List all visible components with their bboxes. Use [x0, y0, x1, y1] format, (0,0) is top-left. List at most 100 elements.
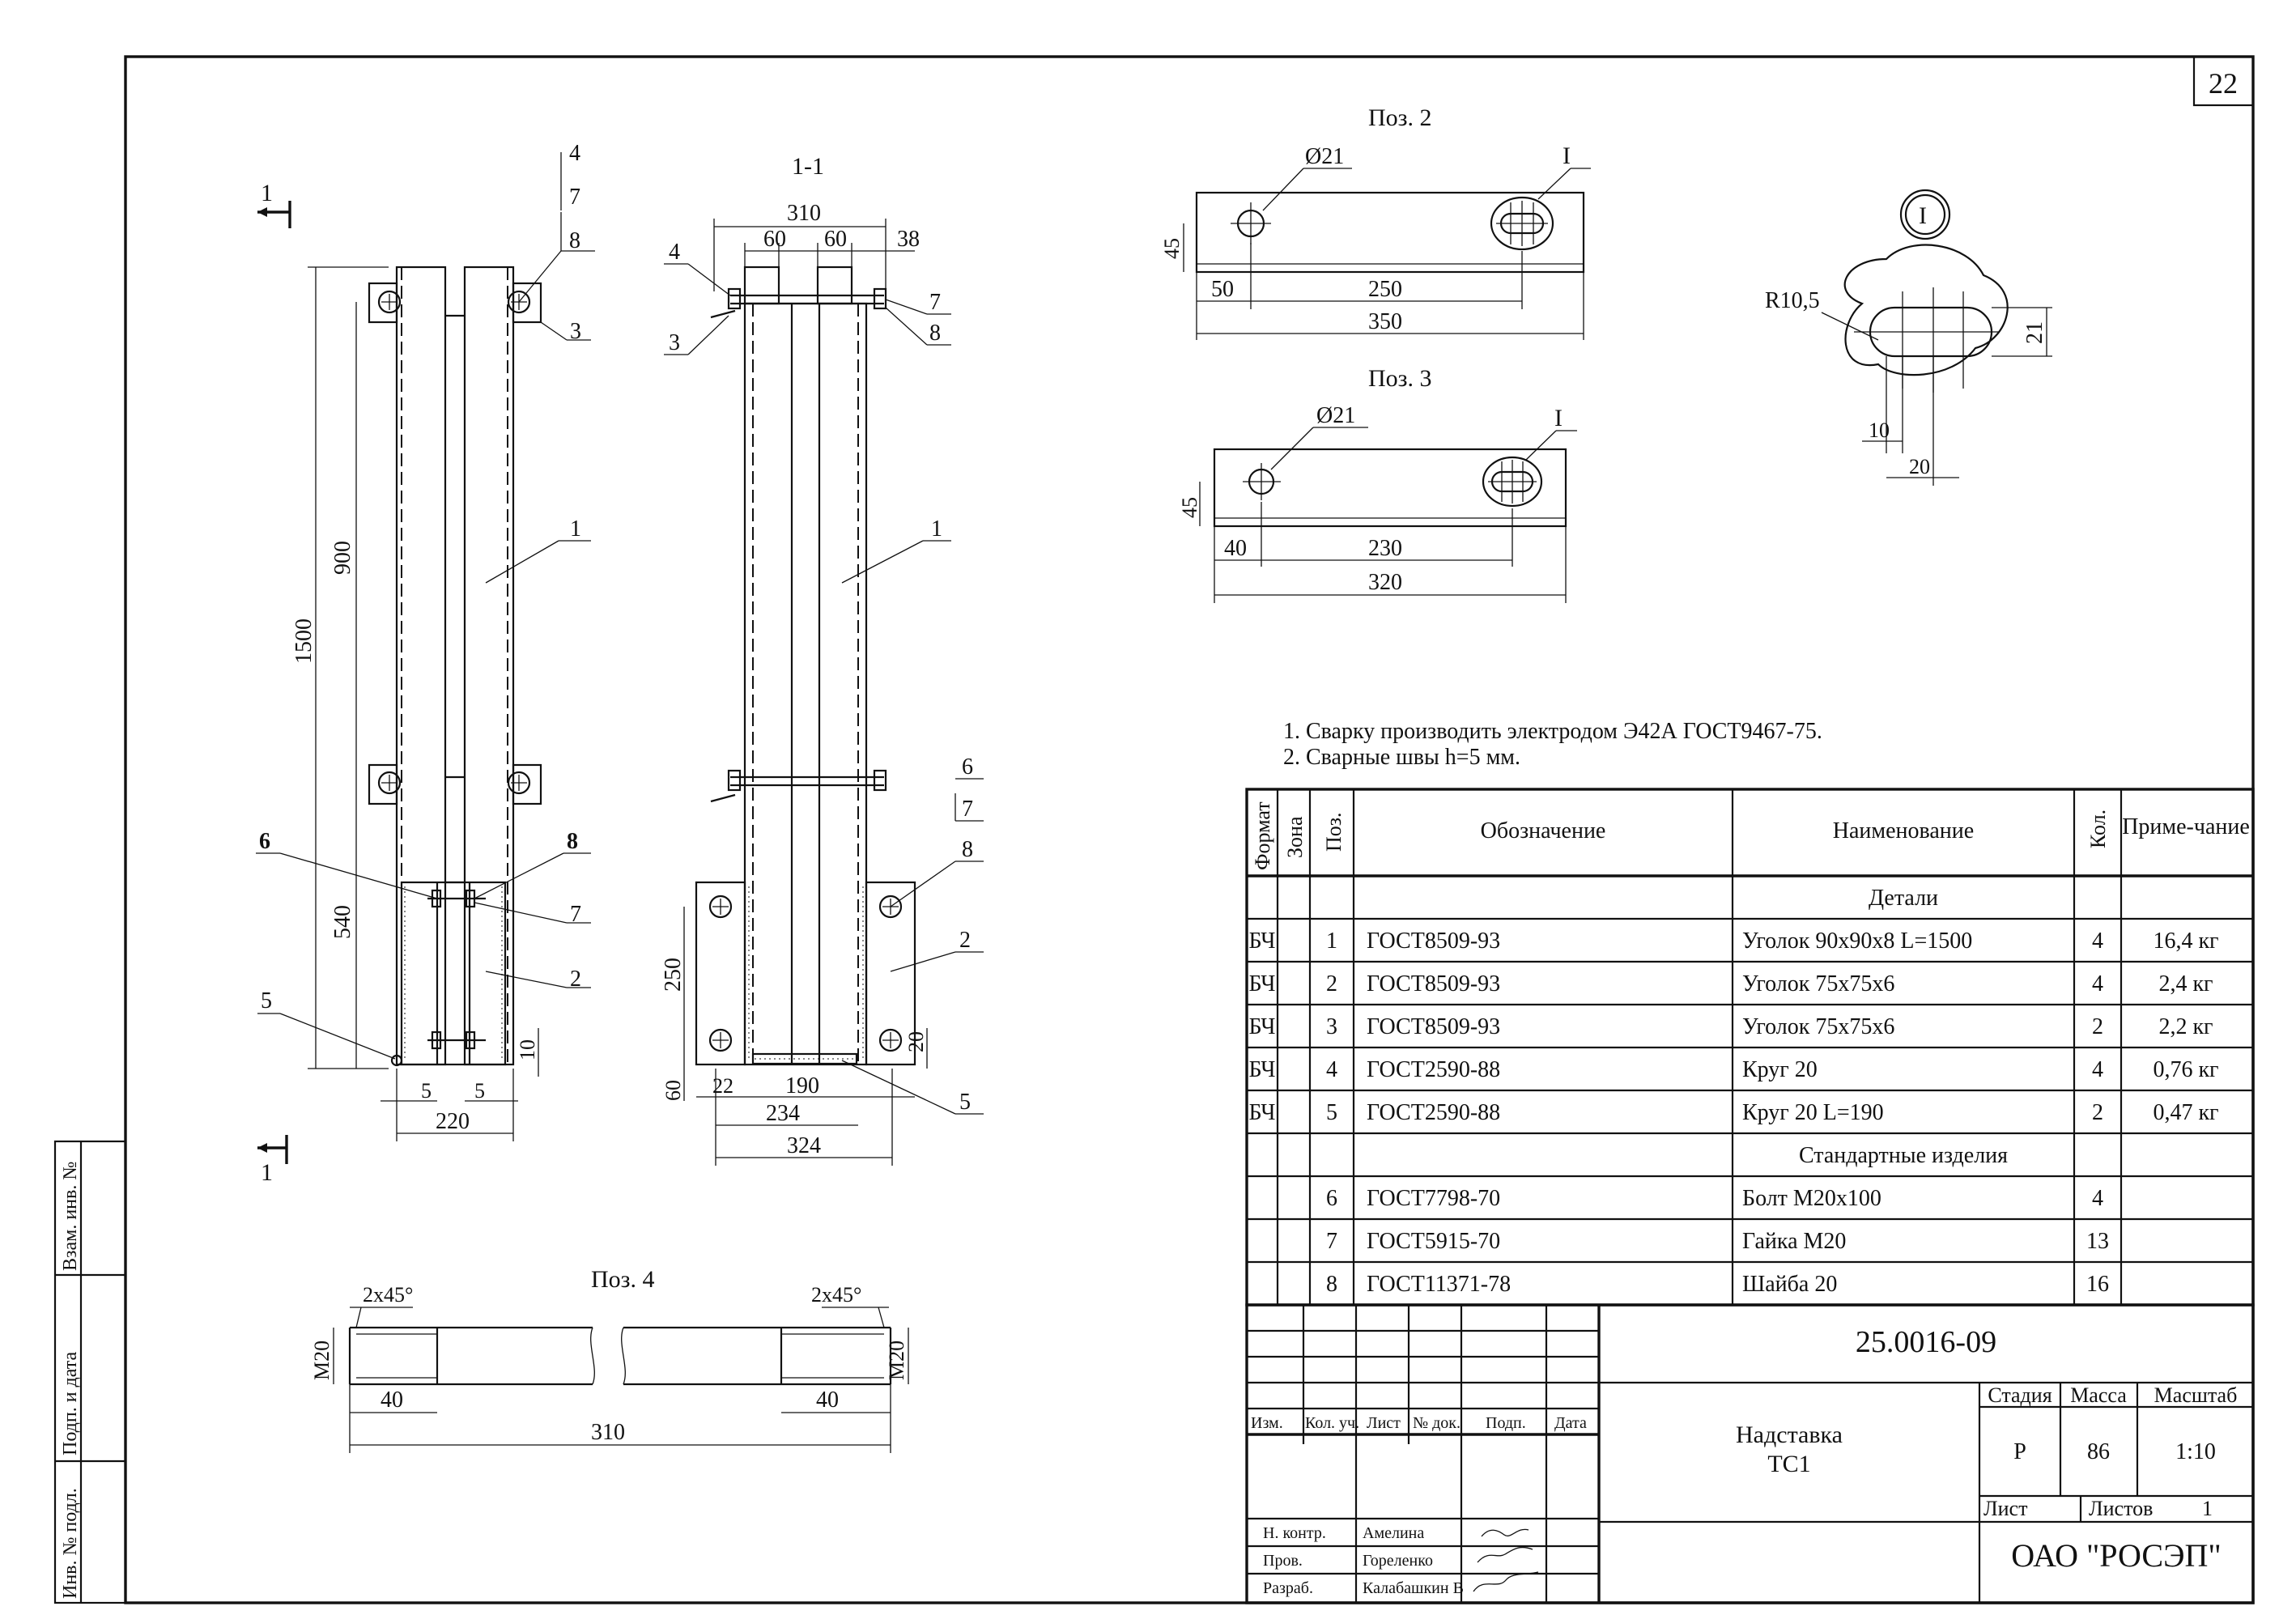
notes: 1. Сварку производить электродом Э42А ГО… [1283, 719, 1822, 770]
svg-text:8: 8 [569, 228, 580, 253]
svg-text:7: 7 [962, 797, 973, 822]
tb-sheets: 1 [2202, 1497, 2213, 1520]
tb-title-2: ТС1 [1767, 1451, 1810, 1477]
svg-text:40: 40 [381, 1387, 403, 1413]
tb-company: ОАО "РОСЭП" [2011, 1537, 2221, 1574]
svg-text:324: 324 [787, 1133, 821, 1158]
th-format: Формат [1251, 801, 1274, 870]
svg-text:5: 5 [474, 1079, 485, 1103]
svg-text:20: 20 [904, 1031, 928, 1052]
spec-table: Формат Зона Поз. Обозначение Наименовани… [1245, 788, 2255, 1307]
spec-cell-name: Круг 20 [1742, 1057, 1818, 1082]
tb-col-kol: Кол. уч. [1305, 1414, 1359, 1432]
svg-text:I: I [1563, 142, 1571, 169]
svg-text:45: 45 [1160, 238, 1184, 259]
note-2: 2. Сварные швы h=5 мм. [1283, 745, 1520, 770]
spec-cell-name: Гайка М20 [1742, 1229, 1846, 1254]
svg-text:I: I [1554, 405, 1563, 431]
spec-cell-designation: ГОСТ11371-78 [1367, 1272, 1511, 1297]
tb-mass: 86 [2087, 1439, 2110, 1464]
spec-cell-name: Уголок 90х90х8 L=1500 [1742, 928, 1972, 954]
spec-cell-designation: ГОСТ8509-93 [1367, 971, 1500, 996]
tb-col-doc: № док. [1413, 1414, 1461, 1432]
svg-text:60: 60 [824, 227, 847, 252]
spec-cell-pos: 2 [1326, 971, 1337, 996]
svg-text:234: 234 [766, 1101, 800, 1126]
svg-text:20: 20 [1909, 455, 1930, 478]
spec-cell-designation: ГОСТ7798-70 [1367, 1186, 1500, 1211]
spec-cell-designation: ГОСТ2590-88 [1367, 1100, 1500, 1125]
spec-cell-designation: ГОСТ2590-88 [1367, 1057, 1500, 1082]
svg-text:10: 10 [516, 1039, 539, 1060]
svg-text:900: 900 [330, 541, 355, 575]
pos4-title: Поз. 4 [591, 1266, 655, 1293]
svg-text:50: 50 [1211, 277, 1234, 302]
tb-role: Н. контр. [1263, 1524, 1326, 1542]
spec-section-header: Стандартные изделия [1799, 1143, 2008, 1168]
spec-cell-format: БЧ [1249, 1100, 1276, 1125]
section-mark-bottom: 1 [257, 1135, 288, 1186]
svg-text:2: 2 [570, 967, 581, 992]
pos4-view: Поз. 4 2x45° 2x45° M20 M20 40 40 310 [310, 1266, 909, 1453]
th-zone: Зона [1283, 816, 1307, 858]
svg-text:5: 5 [421, 1079, 432, 1103]
tb-title-1: Надставка [1736, 1421, 1843, 1448]
tb-stage-label: Стадия [1988, 1383, 2052, 1407]
svg-text:1: 1 [261, 180, 273, 206]
spec-cell-format: БЧ [1249, 1014, 1276, 1039]
spec-cell-name: Болт М20х100 [1742, 1186, 1881, 1211]
svg-text:38: 38 [897, 227, 920, 252]
svg-text:4: 4 [569, 141, 580, 166]
svg-text:Ø21: Ø21 [1305, 144, 1344, 169]
spec-cell-qty: 4 [2092, 971, 2103, 996]
svg-text:7: 7 [929, 290, 941, 315]
tb-person: Амелина [1363, 1524, 1424, 1542]
spec-cell-designation: ГОСТ5915-70 [1367, 1229, 1500, 1254]
svg-text:250: 250 [661, 958, 686, 992]
tb-col-data: Дата [1554, 1414, 1587, 1432]
spec-cell-name: Уголок 75х75х6 [1742, 971, 1894, 996]
tb-doc-number: 25.0016-09 [1856, 1325, 1996, 1359]
spec-cell-pos: 1 [1326, 928, 1337, 954]
side-stamp-inv: Инв. № подл. [60, 1488, 81, 1599]
spec-cell-name: Круг 20 L=190 [1742, 1100, 1884, 1125]
svg-text:8: 8 [567, 829, 578, 854]
svg-text:310: 310 [591, 1420, 625, 1445]
spec-cell-pos: 8 [1326, 1272, 1337, 1297]
svg-text:5: 5 [959, 1090, 971, 1115]
spec-cell-qty: 16 [2086, 1272, 2109, 1297]
spec-cell-qty: 4 [2092, 1186, 2103, 1211]
svg-text:540: 540 [330, 905, 355, 939]
tb-role: Пров. [1263, 1552, 1303, 1570]
spec-cell-pos: 7 [1326, 1229, 1337, 1254]
svg-text:21: 21 [2022, 321, 2047, 344]
svg-text:1: 1 [570, 516, 581, 542]
th-note: Приме-чание [2122, 814, 2250, 839]
svg-text:M20: M20 [310, 1341, 334, 1380]
detail-I: I R10,5 21 10 20 [1765, 189, 2052, 486]
pos3-title: Поз. 3 [1368, 365, 1432, 392]
th-designation: Обозначение [1481, 818, 1606, 843]
front-view: 1 1 [256, 141, 595, 1186]
svg-text:310: 310 [787, 201, 821, 226]
spec-cell-note: 0,76 кг [2153, 1057, 2218, 1082]
th-qty: Кол. [2086, 810, 2110, 848]
title-block: Изм. Кол. уч. Лист № док. Подп. Дата Н. … [1245, 1303, 2255, 1604]
svg-text:320: 320 [1368, 570, 1402, 595]
tb-sheets-label: Листов [2089, 1497, 2153, 1520]
svg-text:8: 8 [962, 837, 973, 862]
svg-text:R10,5: R10,5 [1765, 288, 1820, 313]
tb-person: Калабашкин В [1363, 1579, 1464, 1597]
svg-text:350: 350 [1368, 309, 1402, 334]
section-mark-top: 1 [257, 180, 291, 228]
tb-stage: Р [2013, 1439, 2026, 1464]
svg-text:220: 220 [436, 1109, 470, 1134]
svg-text:7: 7 [570, 902, 581, 927]
svg-text:M20: M20 [885, 1341, 908, 1380]
tb-mass-label: Масса [2070, 1383, 2127, 1407]
th-name: Наименование [1833, 818, 1974, 843]
